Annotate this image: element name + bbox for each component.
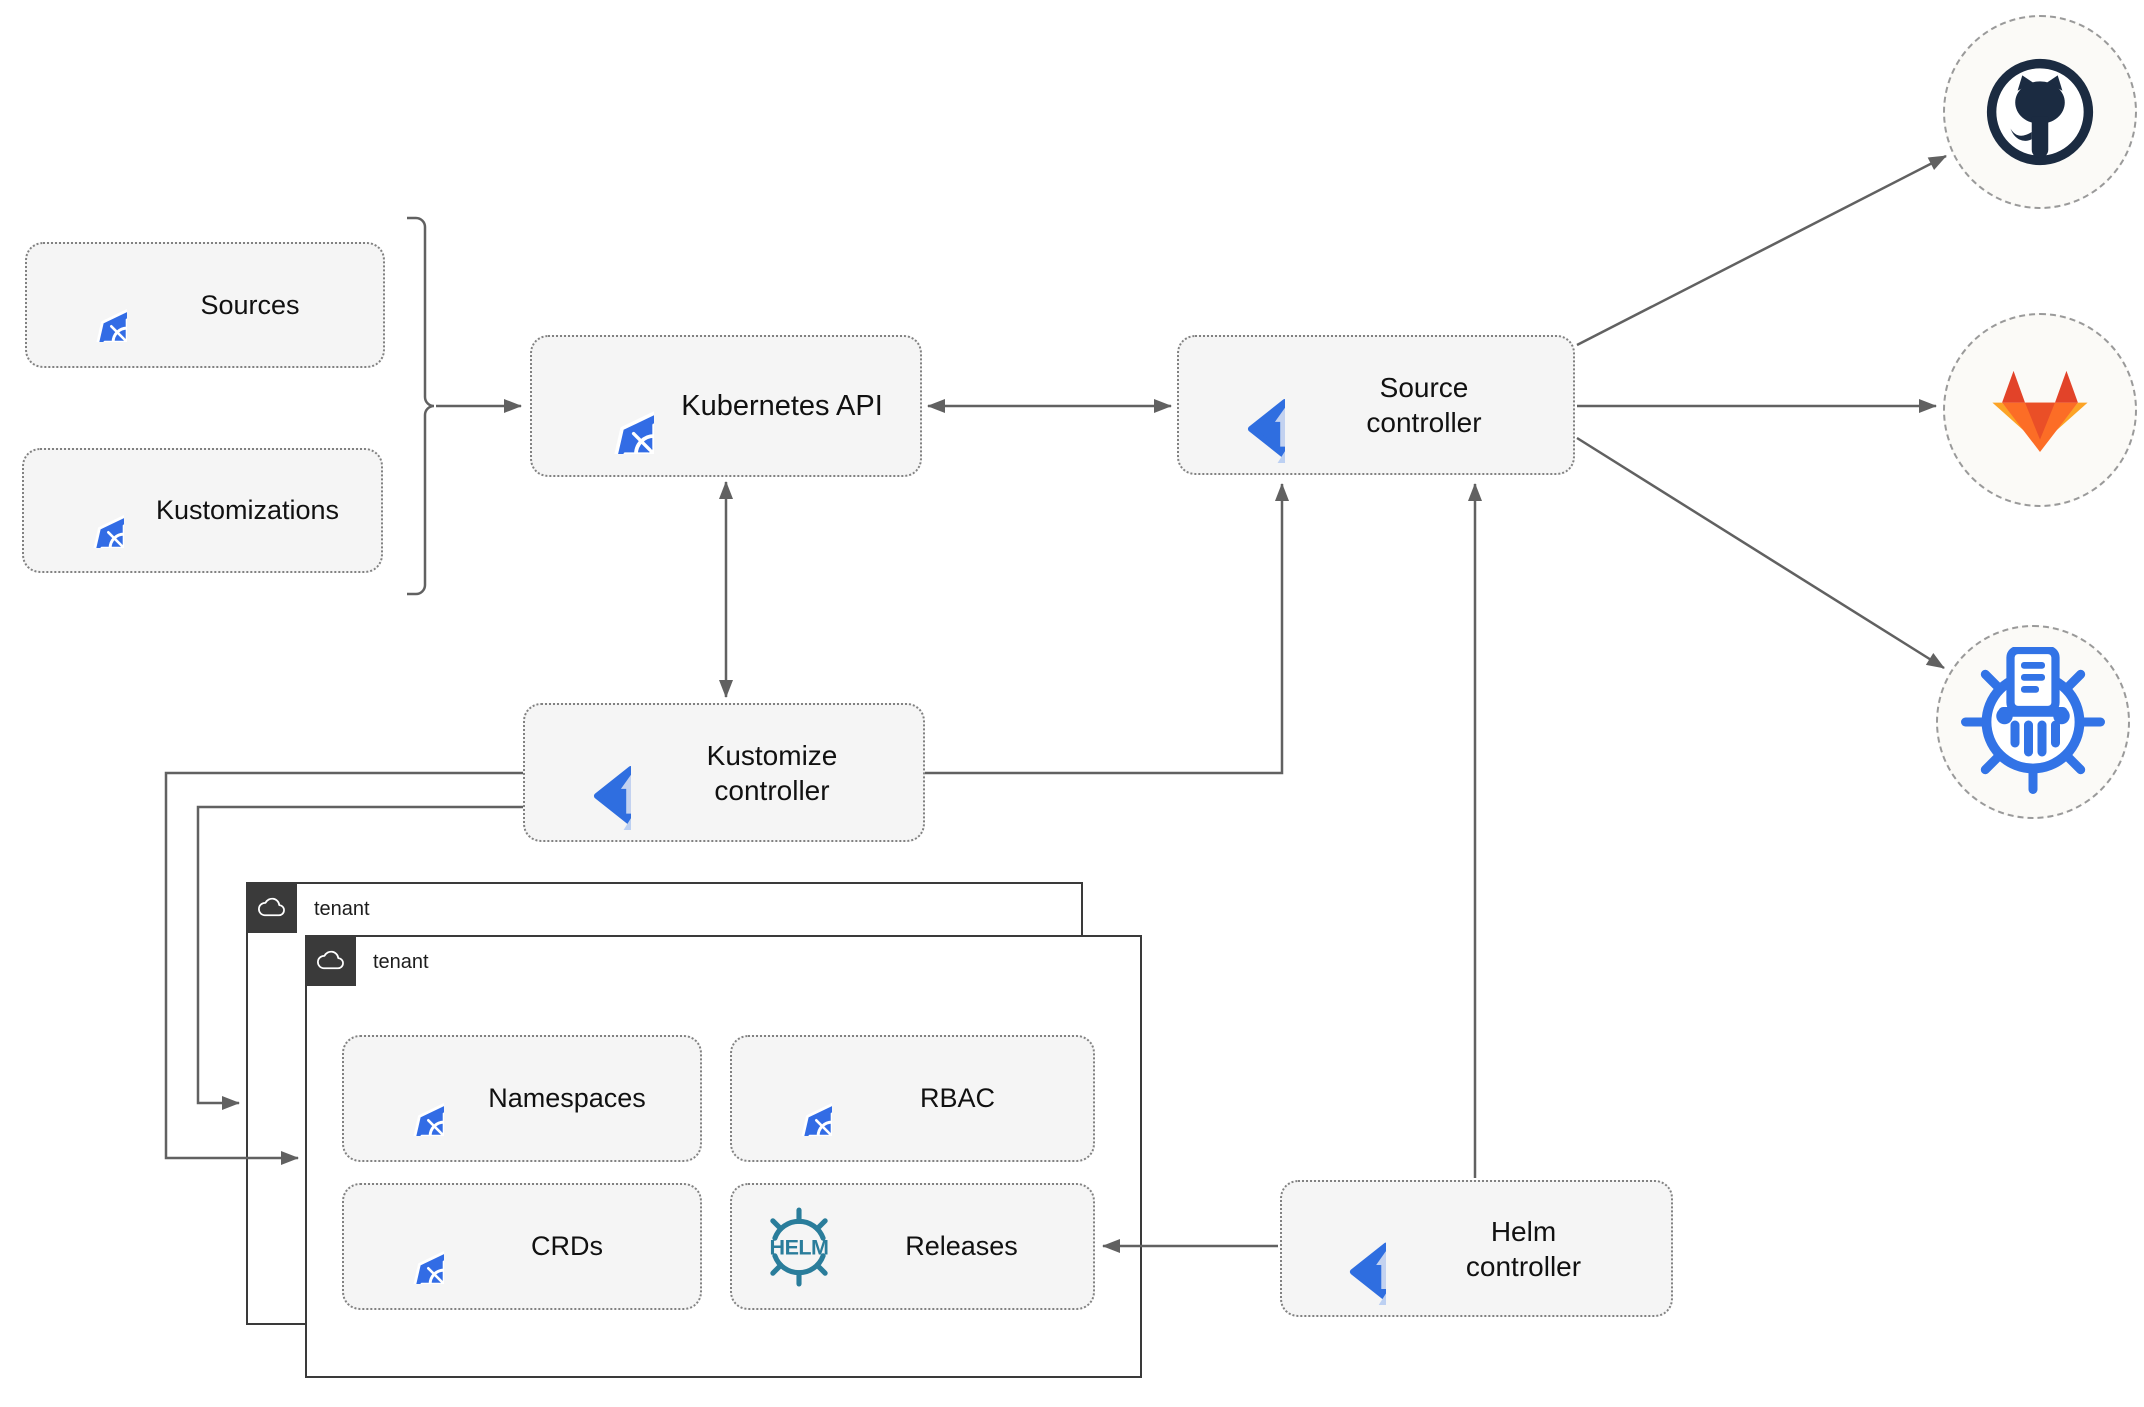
node-sources: Sources bbox=[25, 242, 385, 368]
edge-source-to-github bbox=[1576, 154, 1947, 347]
node-label: CRDs bbox=[531, 1231, 603, 1261]
kubernetes-icon bbox=[370, 1062, 444, 1136]
github-remote bbox=[1943, 15, 2137, 209]
helm-repository-remote bbox=[1936, 625, 2130, 819]
node-kubernetes-api: Kubernetes API bbox=[530, 335, 922, 477]
kubernetes-icon bbox=[53, 268, 127, 342]
gitlab-icon bbox=[1992, 370, 2088, 452]
edge-source-to-helm-repository bbox=[1576, 436, 1945, 670]
github-icon bbox=[1986, 58, 2094, 166]
kubernetes-icon bbox=[558, 358, 654, 454]
helm-icon: HELM bbox=[758, 1206, 840, 1288]
cloud-icon bbox=[256, 897, 288, 919]
tenant-label: tenant bbox=[314, 898, 370, 920]
node-releases: HELM Releases bbox=[730, 1183, 1095, 1310]
helm-repository-icon bbox=[1961, 647, 2105, 794]
node-label: Namespaces bbox=[488, 1083, 646, 1113]
node-helm-controller: Helm controller bbox=[1280, 1180, 1673, 1317]
node-crds: CRDs bbox=[342, 1183, 702, 1310]
tenant-label: tenant bbox=[373, 951, 429, 973]
kubernetes-icon bbox=[758, 1062, 832, 1136]
tenant-badge bbox=[305, 935, 356, 986]
kubernetes-icon bbox=[50, 474, 124, 548]
node-label: Kustomize controller bbox=[706, 739, 838, 806]
node-kustomizations: Kustomizations bbox=[22, 448, 383, 573]
bracket-sources-group bbox=[407, 216, 435, 596]
flux-icon bbox=[1308, 1193, 1386, 1305]
node-label: Kustomizations bbox=[155, 495, 340, 525]
gitlab-remote bbox=[1943, 313, 2137, 507]
node-label: Helm controller bbox=[1465, 1215, 1582, 1282]
node-source-controller: Source controller bbox=[1177, 335, 1575, 475]
tenant-badge bbox=[246, 882, 297, 933]
node-rbac: RBAC bbox=[730, 1035, 1095, 1162]
node-label: Source controller bbox=[1366, 372, 1482, 438]
flux-icon bbox=[551, 715, 631, 830]
kubernetes-icon bbox=[370, 1210, 444, 1284]
node-label: Releases bbox=[905, 1231, 1018, 1261]
node-label: Sources bbox=[200, 289, 300, 320]
node-namespaces: Namespaces bbox=[342, 1035, 702, 1162]
node-kustomize-controller: Kustomize controller bbox=[523, 703, 925, 842]
flux-icon bbox=[1205, 348, 1285, 463]
node-label: Kubernetes API bbox=[681, 389, 883, 422]
cloud-icon bbox=[315, 950, 347, 972]
helm-wordmark: HELM bbox=[770, 1235, 829, 1259]
edge-kustomize-to-source-controller bbox=[925, 483, 1289, 775]
node-label: RBAC bbox=[919, 1083, 995, 1113]
